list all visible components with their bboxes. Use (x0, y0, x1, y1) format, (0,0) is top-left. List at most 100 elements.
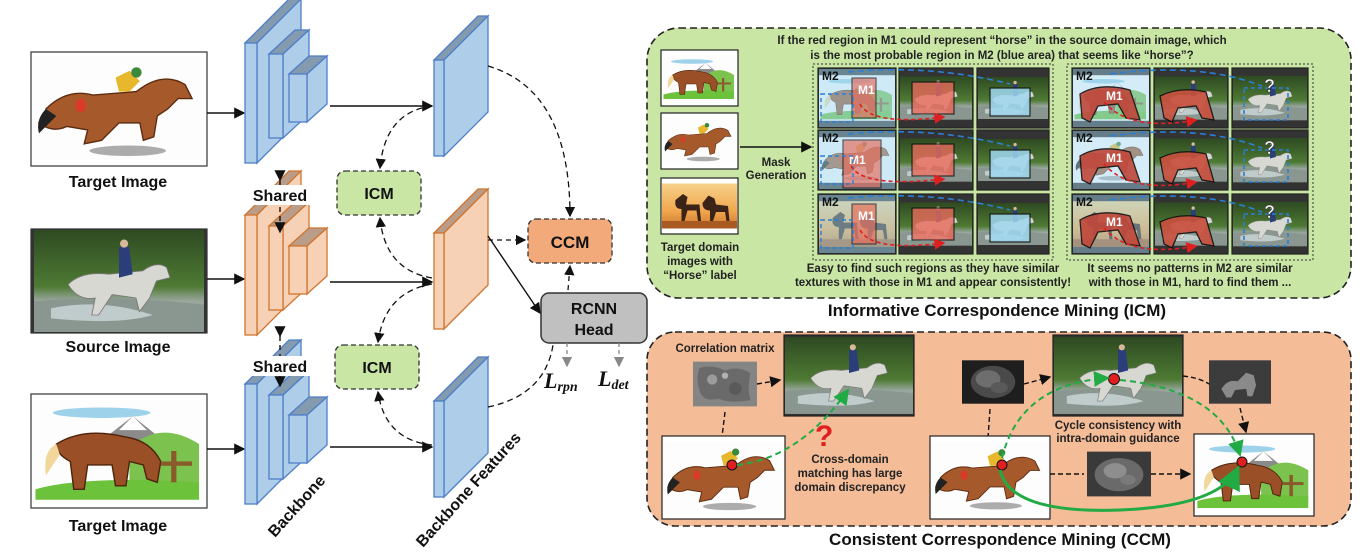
feature-map-source (432, 187, 490, 331)
blue-dashed-link (847, 68, 1011, 85)
icm-target-thumb-sunset (660, 177, 739, 235)
svg-text:ICM: ICM (362, 360, 391, 377)
icm-right-source-red-cell (1153, 67, 1229, 129)
ccm-link-feature-top (487, 65, 576, 218)
icm-left-caption-line2: textures with those in M1 and appear con… (795, 277, 1071, 289)
red-silhouette-pasted (1159, 89, 1215, 123)
m1-red-silhouette (1079, 86, 1141, 123)
red-dashed-link (859, 103, 946, 124)
correlation-matrix-label: Correlation matrix (675, 343, 775, 355)
slab-front (244, 383, 258, 505)
icm-top-link-feature-top (375, 105, 433, 170)
source-image-label: Source Image (66, 339, 171, 356)
svg-text:RCNN: RCNN (571, 301, 617, 318)
icm-right-source-blue-cell: ? (1231, 129, 1309, 191)
slab-front (288, 414, 308, 464)
ccm-link-rcnn (564, 264, 575, 291)
blue-region-pasted (989, 87, 1031, 117)
cycle-consistency-line1: Cycle consistency with (1055, 420, 1182, 432)
mask-generation-line1: Mask (762, 157, 791, 169)
arrow-feature-to-rcnn (487, 235, 541, 315)
blue-region-pasted (989, 213, 1031, 243)
icm-target-thumb-racehorse (660, 112, 739, 170)
red-dashed-link (1103, 101, 1198, 128)
backbone-layer-3 (287, 395, 329, 465)
backbone-target-top (243, 0, 329, 165)
query-point-left (726, 459, 738, 471)
red-dashed-link (859, 229, 946, 250)
icm-right-caption-line2: with those in M1, hard to find them ... (1088, 277, 1292, 289)
m1-red-silhouette (1079, 148, 1141, 185)
cross-domain-line2: matching has large (798, 468, 903, 480)
ccm-corr-matrix-left (693, 361, 757, 407)
target-image-bottom (30, 393, 208, 509)
corr-link-right (987, 408, 991, 439)
ccm-source-photo-left (783, 334, 915, 417)
source-image (30, 228, 208, 334)
ccm-box: CCM (527, 218, 613, 264)
mask-generation-line2: Generation (746, 170, 807, 182)
m2-label: M2 (822, 131, 839, 145)
blue-dashed-link (1109, 69, 1263, 87)
shared-label-top: Shared (253, 188, 307, 205)
target-domain-line1: Target domain (661, 242, 739, 254)
m2-blue-region (820, 93, 854, 123)
svg-text:CCM: CCM (551, 233, 590, 252)
ccm-corr-matrix-dark (962, 360, 1024, 404)
svg-text:ICM: ICM (364, 186, 393, 203)
cross-domain-line1: Cross-domain (811, 454, 888, 466)
icm-bottom-link-feature-mid (374, 283, 433, 344)
icm-box-bottom: ICM (334, 344, 420, 390)
backbone-target-bottom (243, 338, 329, 506)
red-dashed-link (1103, 163, 1198, 190)
backbone-layer-3 (287, 226, 329, 296)
icm-left-source-red-cell (898, 193, 974, 255)
corr-link-left (721, 411, 726, 438)
svg-text:Head: Head (574, 322, 613, 339)
loss-det: Ldet (597, 366, 630, 393)
blue-region-box (1243, 149, 1289, 183)
question-mark: ? (1264, 138, 1275, 158)
slab-front (433, 232, 445, 330)
target-image-top (30, 51, 208, 167)
m1-label: M1 (858, 209, 875, 223)
blue-region-box (1243, 87, 1289, 121)
loss-rpn: Lrpn (543, 368, 578, 395)
corr-to-target-arrow (1238, 407, 1250, 434)
slab-front (268, 53, 284, 139)
red-region-pasted (911, 207, 955, 241)
query-point-right (996, 459, 1008, 471)
ccm-racehorse-left (661, 435, 786, 520)
question-mark-red: ? (815, 420, 833, 453)
ccm-racehorse-right (929, 435, 1051, 520)
m1-red-silhouette (1079, 212, 1141, 249)
feature-slab (432, 187, 490, 331)
ccm-panel-title: Consistent Correspondence Mining (CCM) (829, 530, 1171, 549)
m1-label: M1 (849, 153, 866, 167)
icm-panel-title: Informative Correspondence Mining (ICM) (828, 301, 1166, 320)
m1-red-region (851, 203, 877, 245)
slab-front (268, 394, 284, 480)
icm-question-line2: is the most probable region in M2 (blue … (810, 50, 1193, 62)
m1-red-region (851, 77, 877, 119)
slab-front (433, 400, 445, 498)
cross-domain-match-arrow (736, 388, 850, 466)
m1-label: M1 (858, 83, 875, 97)
backbone-layer-3 (287, 54, 329, 124)
cycle-arrow-to-source (1001, 370, 1110, 459)
icm-box-top: ICM (336, 170, 422, 216)
icm-right-source-blue-cell: ? (1231, 67, 1309, 129)
rcnn-head-box: RCNN Head (540, 292, 648, 344)
icm-right-caption-line1: It seems no patterns in M2 are similar (1087, 263, 1293, 275)
feature-map-target-bottom (432, 355, 490, 499)
ccm-cartoon-right (1193, 433, 1315, 517)
target-image-top-label: Target Image (69, 174, 168, 191)
m1-label: M1 (1106, 151, 1123, 165)
m2-label: M2 (1076, 195, 1093, 209)
target-domain-line2: images with (667, 256, 733, 268)
target-image-bottom-label: Target Image (69, 518, 168, 535)
